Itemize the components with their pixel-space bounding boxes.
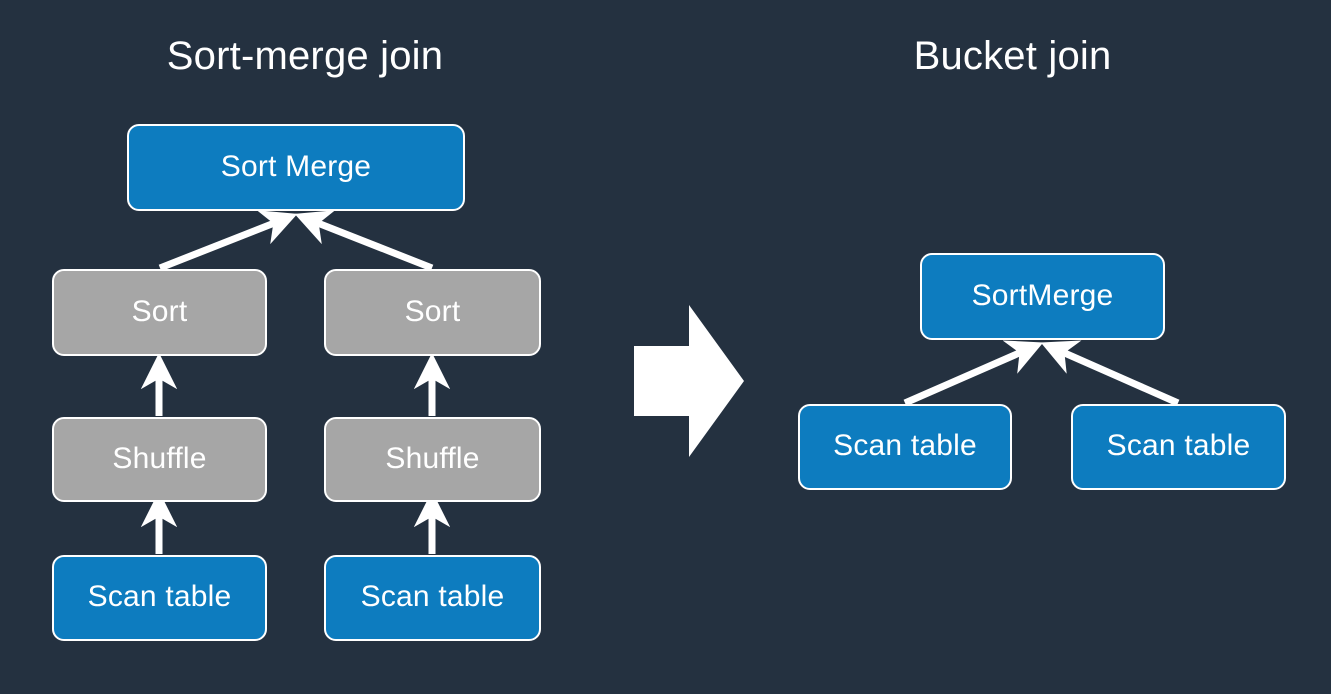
panel-title-bucket-join: Bucket join [913, 34, 1112, 78]
node-scan-left[interactable]: Scan table [52, 555, 267, 641]
node-label: Shuffle [385, 441, 480, 475]
panel-title-sort-merge-join: Sort-merge join [166, 34, 444, 78]
node-scan-right[interactable]: Scan table [324, 555, 541, 641]
edge-sort-left-to-sort-merge [158, 210, 298, 272]
node-sort-right[interactable]: Sort [324, 269, 541, 356]
node-label: Scan table [360, 580, 505, 613]
node-label: Scan table [833, 429, 977, 462]
node-shuffle-right[interactable]: Shuffle [324, 417, 541, 502]
node-label: SortMerge [971, 278, 1114, 312]
node-scan-right-2[interactable]: Scan table [1071, 404, 1286, 490]
node-label: Sort [404, 294, 461, 328]
node-label: Scan table [1106, 429, 1251, 462]
edge-scan-left-2-to-sortmerge [903, 340, 1044, 407]
node-label: Shuffle [112, 441, 207, 475]
node-sort-left[interactable]: Sort [52, 269, 267, 356]
edge-sort-right-to-sort-merge [294, 210, 434, 272]
node-label: Scan table [87, 580, 232, 613]
node-shuffle-left[interactable]: Shuffle [52, 417, 267, 502]
transition-arrow-icon [630, 302, 748, 460]
edge-scan-right-2-to-sortmerge [1040, 340, 1180, 407]
node-label: Sort [131, 294, 188, 328]
node-scan-left-2[interactable]: Scan table [798, 404, 1012, 490]
node-label: Sort Merge [220, 149, 372, 183]
node-sortmerge[interactable]: SortMerge [920, 253, 1165, 340]
node-sort-merge[interactable]: Sort Merge [127, 124, 465, 211]
